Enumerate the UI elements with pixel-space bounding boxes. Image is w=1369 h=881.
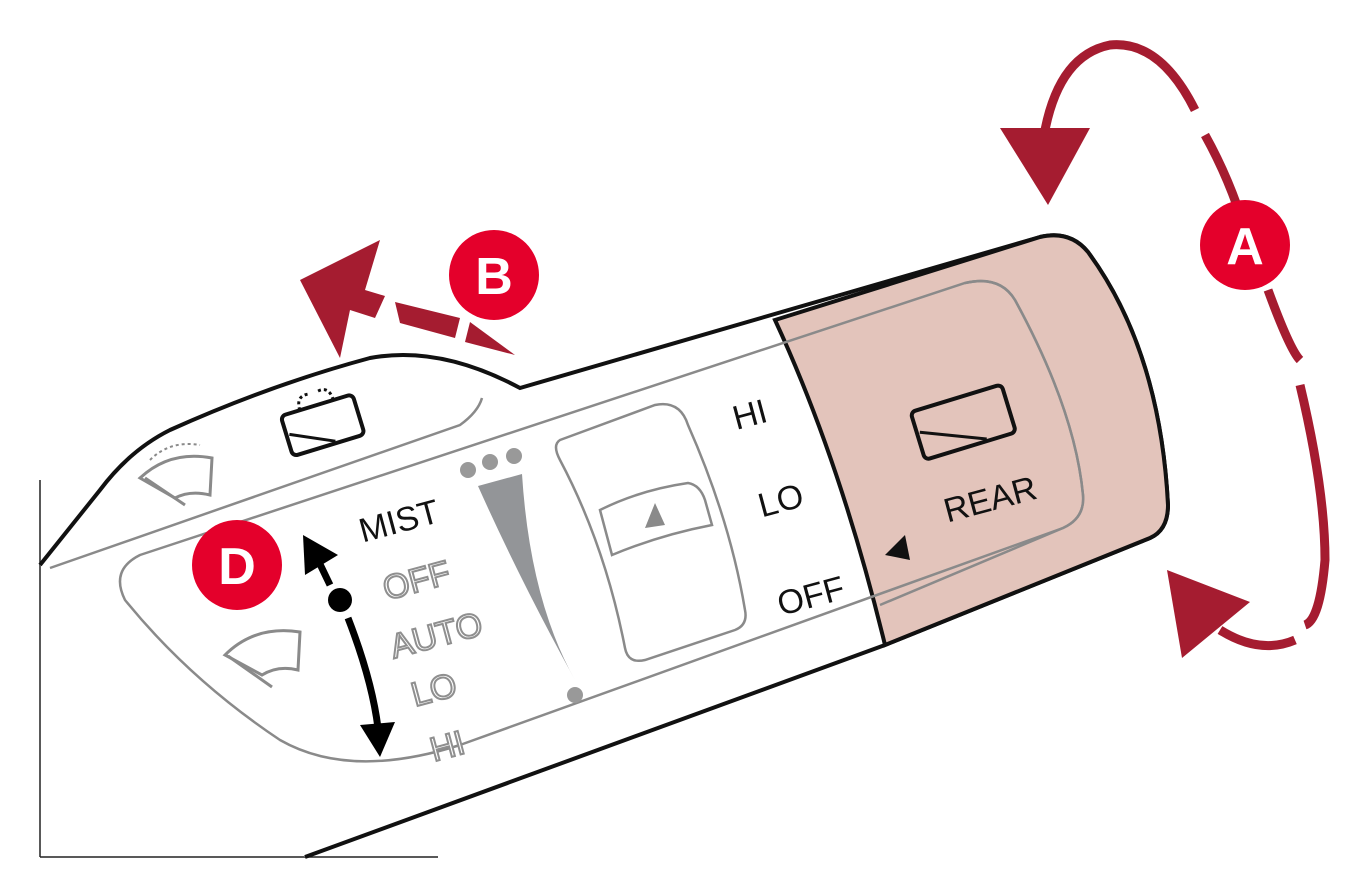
rotate-arrow-a — [1000, 40, 1330, 658]
pull-arrow-b — [300, 240, 515, 358]
callout-a: A — [1200, 200, 1290, 290]
rotate-front-arrow — [303, 535, 395, 757]
svg-text:B: B — [475, 248, 513, 306]
rear-wiper-ring[interactable] — [772, 233, 1171, 648]
callout-b: B — [449, 230, 539, 320]
front-wiper-slider[interactable] — [554, 402, 747, 662]
svg-text:D: D — [218, 538, 256, 596]
rear-wiper-icon — [909, 383, 1017, 461]
svg-text:A: A — [1226, 218, 1264, 276]
front-wiper-icon — [222, 629, 302, 689]
callout-d: D — [192, 520, 282, 610]
rear-panel-line — [879, 279, 1085, 607]
slider-arrow-icon — [645, 503, 665, 528]
inner-contour-top — [49, 397, 484, 570]
washer-icon — [279, 388, 366, 458]
speed-indicator — [460, 448, 583, 703]
front-wiper-mist-icon — [137, 443, 214, 507]
rear-pointer-icon — [885, 535, 910, 560]
